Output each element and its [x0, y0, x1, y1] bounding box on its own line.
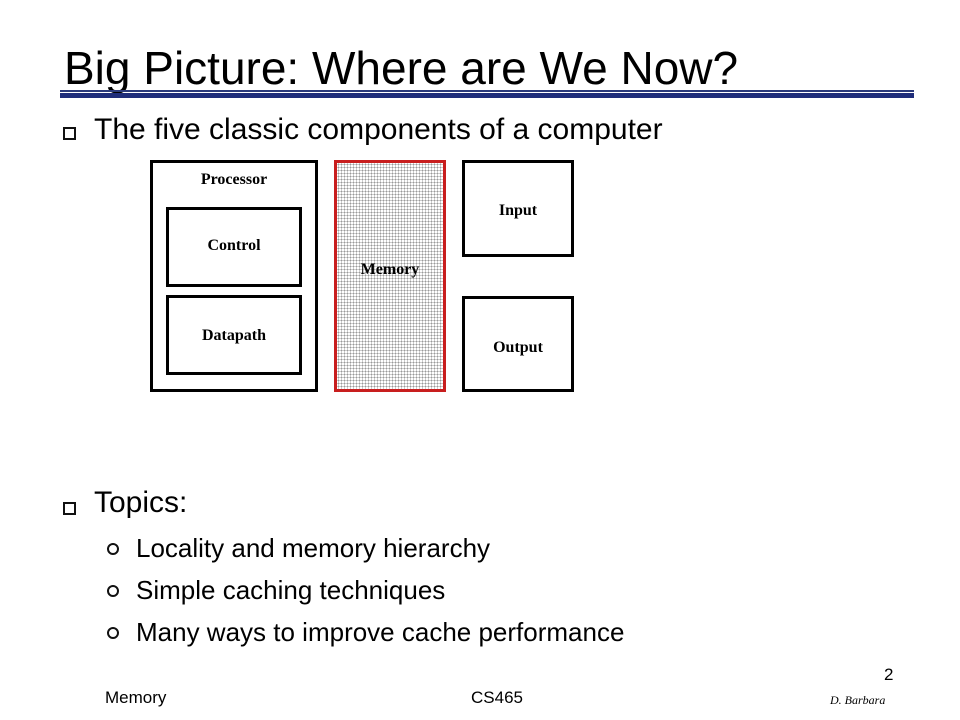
footer-center: CS465 — [471, 688, 523, 707]
topic-item: Locality and memory hierarchy — [136, 533, 491, 563]
bullet-components: The five classic components of a compute… — [94, 113, 663, 146]
input-label: Input — [498, 202, 538, 219]
footer-left: Memory — [105, 688, 167, 707]
page-number: 2 — [884, 665, 894, 684]
circle-bullet-icon — [107, 585, 119, 597]
square-bullet-icon — [63, 502, 76, 515]
control-label: Control — [207, 237, 261, 254]
datapath-label: Datapath — [201, 327, 266, 344]
output-box — [462, 296, 574, 392]
circle-bullet-icon — [107, 627, 119, 639]
topic-item: Simple caching techniques — [136, 575, 446, 605]
memory-box — [334, 160, 446, 392]
control-box — [166, 207, 302, 287]
topic-item: Many ways to improve cache performance — [136, 617, 625, 647]
square-bullet-icon — [63, 127, 76, 140]
title-underline-thin — [60, 90, 914, 92]
input-box — [462, 160, 574, 257]
bullet-topics: Topics: — [94, 486, 188, 519]
datapath-box — [166, 295, 302, 375]
memory-label: Memory — [360, 261, 420, 278]
slide-title: Big Picture: Where are We Now? — [64, 42, 739, 94]
author-signature: D. Barbara — [830, 693, 886, 707]
circle-bullet-icon — [107, 543, 119, 555]
processor-label: Processor — [200, 171, 268, 188]
output-label: Output — [493, 339, 543, 356]
title-underline-thick — [60, 93, 914, 98]
